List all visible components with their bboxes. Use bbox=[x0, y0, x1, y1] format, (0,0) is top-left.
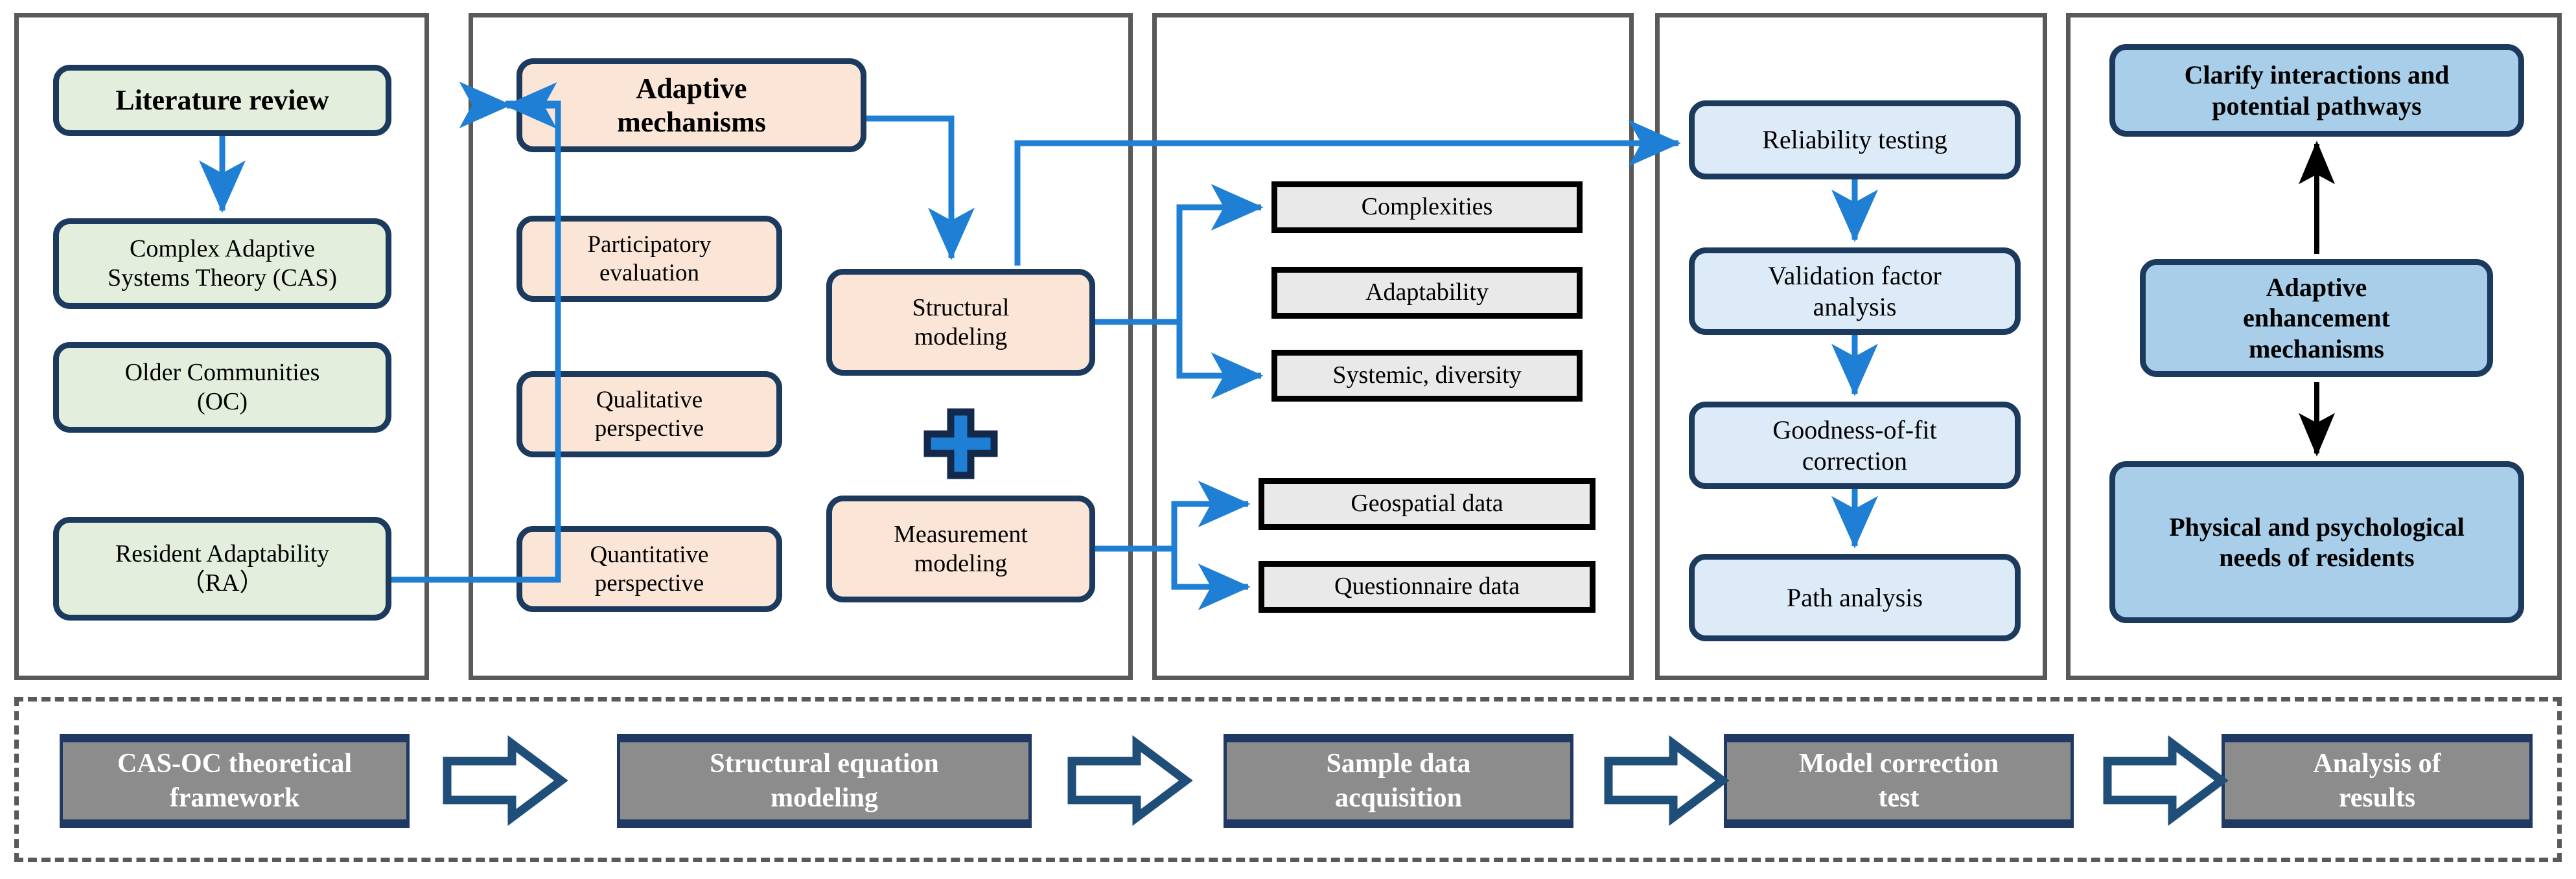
node-geospatial-data[interactable]: Geospatial data bbox=[1259, 478, 1595, 530]
node-clarify-interactions[interactable]: Clarify interactions and potential pathw… bbox=[2109, 44, 2524, 137]
node-complexities[interactable]: Complexities bbox=[1271, 181, 1583, 233]
node-questionnaire-data[interactable]: Questionnaire data bbox=[1259, 561, 1595, 613]
bottom-strip-frame bbox=[14, 697, 2562, 862]
node-measurement-modeling[interactable]: Measurement modeling bbox=[826, 496, 1095, 602]
strip-step-structural-equation-modeling[interactable]: Structural equation modeling bbox=[617, 734, 1032, 828]
node-older-communities[interactable]: Older Communities (OC) bbox=[53, 342, 391, 433]
node-adaptive-enhancement-mechanisms[interactable]: Adaptive enhancement mechanisms bbox=[2140, 259, 2493, 377]
strip-step-cas-oc-framework[interactable]: CAS-OC theoretical framework bbox=[60, 734, 410, 828]
node-adaptive-mechanisms[interactable]: Adaptive mechanisms bbox=[516, 58, 866, 152]
node-validation-factor-analysis[interactable]: Validation factor analysis bbox=[1689, 247, 2021, 335]
strip-step-analysis-of-results[interactable]: Analysis of results bbox=[2222, 734, 2533, 828]
node-participatory-evaluation[interactable]: Participatory evaluation bbox=[516, 216, 782, 302]
node-goodness-of-fit-correction[interactable]: Goodness-of-fit correction bbox=[1689, 402, 2021, 489]
column-frame-results bbox=[2066, 13, 2562, 680]
node-structural-modeling[interactable]: Structural modeling bbox=[826, 269, 1095, 376]
strip-step-model-correction-test[interactable]: Model correction test bbox=[1724, 734, 2074, 828]
node-qualitative-perspective[interactable]: Qualitative perspective bbox=[516, 371, 782, 457]
strip-step-sample-data-acquisition[interactable]: Sample data acquisition bbox=[1224, 734, 1573, 828]
node-cas-theory[interactable]: Complex Adaptive Systems Theory (CAS) bbox=[53, 218, 391, 309]
node-quantitative-perspective[interactable]: Quantitative perspective bbox=[516, 526, 782, 612]
node-literature-review[interactable]: Literature review bbox=[53, 65, 391, 136]
node-reliability-testing[interactable]: Reliability testing bbox=[1689, 100, 2021, 179]
plus-icon bbox=[923, 408, 998, 479]
column-frame-correction bbox=[1655, 13, 2047, 680]
node-resident-adaptability[interactable]: Resident Adaptability （RA） bbox=[53, 517, 391, 621]
node-physical-psychological-needs[interactable]: Physical and psychological needs of resi… bbox=[2109, 461, 2524, 623]
node-systemic-diversity[interactable]: Systemic, diversity bbox=[1271, 350, 1583, 402]
node-adaptability[interactable]: Adaptability bbox=[1271, 267, 1583, 319]
node-path-analysis[interactable]: Path analysis bbox=[1689, 554, 2021, 641]
